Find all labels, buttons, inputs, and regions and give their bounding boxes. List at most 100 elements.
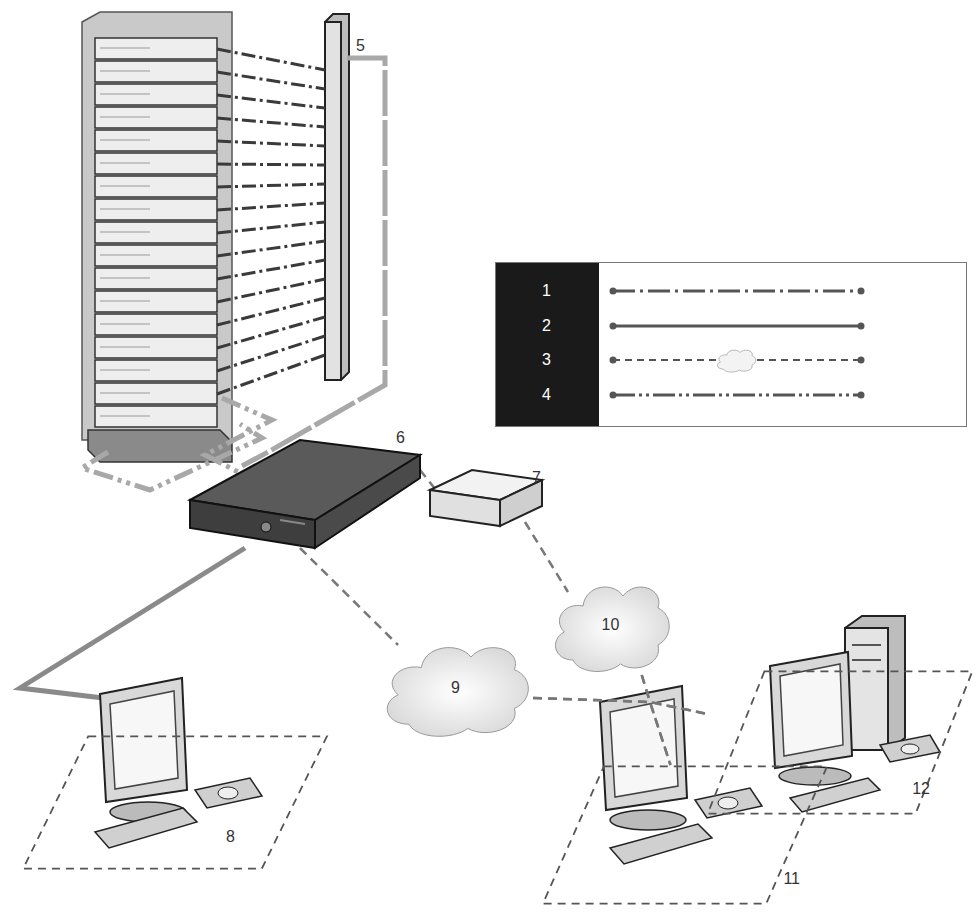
server-unit [95, 406, 217, 427]
monitor-stand [779, 767, 851, 785]
legend-line-sample [608, 345, 866, 375]
analog-cable [20, 548, 245, 698]
keyboard [610, 824, 712, 864]
server-detail [100, 232, 150, 233]
workstation-area: 12 [705, 670, 975, 815]
callout-number: 12 [912, 781, 930, 797]
server-unit [95, 360, 217, 381]
computer-tower [845, 616, 905, 750]
network-cloud: 10 [548, 575, 673, 675]
line-end [610, 288, 617, 295]
server-cable [217, 72, 325, 89]
server-unit [95, 314, 217, 335]
legend-number: 2 [542, 318, 551, 334]
callout-number: 10 [602, 617, 620, 633]
kvm-switch-front [190, 500, 315, 548]
dashed-outline [543, 766, 827, 903]
server-detail [100, 255, 150, 256]
network-link [642, 675, 705, 714]
dashed-outline [20, 735, 330, 870]
server-cable [217, 118, 325, 127]
tower-detail [852, 644, 881, 646]
server-unit [95, 245, 217, 266]
legend-cloud-outline [718, 350, 756, 372]
legend-row: 1 [496, 276, 966, 306]
line-end [610, 357, 617, 364]
server-detail [100, 140, 150, 141]
legend-row: 4 [496, 380, 966, 410]
keyboard [95, 808, 197, 848]
server-cable [217, 141, 325, 146]
line-end [858, 357, 865, 364]
mouse [218, 787, 238, 799]
mouse-pad [195, 778, 262, 808]
cloud-outline [387, 648, 528, 737]
network-link [533, 698, 705, 714]
tower-detail [852, 659, 881, 661]
server-unit [95, 383, 217, 404]
server-unit [95, 291, 217, 312]
network-cable [300, 548, 398, 645]
callout-number: 5 [356, 38, 365, 54]
server-cable [217, 49, 325, 70]
modem-side [500, 480, 542, 526]
dashed-outline [708, 671, 973, 813]
line-end [858, 322, 865, 329]
legend-cloud [718, 350, 756, 372]
line-end [610, 322, 617, 329]
server-cable [217, 241, 325, 256]
workstation-area: 8 [20, 735, 330, 870]
server-detail [100, 209, 150, 210]
server-detail [100, 393, 150, 394]
server-unit [95, 268, 217, 289]
server-detail [100, 71, 150, 72]
mouse [901, 744, 919, 754]
server-detail [100, 48, 150, 49]
server-unit [95, 130, 217, 151]
server-detail [100, 416, 150, 417]
server-cable [217, 336, 325, 371]
line-end [610, 391, 617, 398]
server-cable [217, 164, 325, 165]
server-unit [95, 176, 217, 197]
legend-line-sample [608, 276, 866, 306]
server-unit [95, 222, 217, 243]
monitor-screen [780, 664, 843, 756]
callout-number: 6 [396, 430, 405, 446]
server-detail [100, 347, 150, 348]
monitor-screen [610, 699, 678, 797]
server-cable [217, 203, 325, 210]
legend-line-sample [608, 311, 866, 341]
line-end [858, 391, 865, 398]
server-cable [217, 317, 325, 348]
server-detail [100, 301, 150, 302]
server-detail [100, 186, 150, 187]
server-cable [217, 355, 325, 394]
server-detail [100, 324, 150, 325]
server-detail [100, 94, 150, 95]
server-cable [217, 184, 325, 187]
switch-led [261, 522, 271, 532]
network-link [533, 698, 671, 765]
server-detail [100, 117, 150, 118]
server-unit [95, 84, 217, 105]
monitor-screen [110, 691, 178, 789]
legend-row: 3 [496, 345, 966, 375]
monitor [100, 678, 187, 802]
server-detail [100, 370, 150, 371]
server-detail [100, 163, 150, 164]
monitor [770, 652, 852, 768]
callout-number: 11 [783, 871, 800, 887]
cloud-outline [555, 587, 669, 671]
server-cable [217, 222, 325, 233]
rack-back [82, 12, 232, 440]
network-link [642, 675, 671, 765]
modem-cable [525, 522, 568, 592]
legend-box: 1 2 3 4 [495, 262, 967, 427]
server-cable [217, 279, 325, 302]
server-unit [95, 153, 217, 174]
server-cable [217, 95, 325, 108]
legend-row: 2 [496, 311, 966, 341]
